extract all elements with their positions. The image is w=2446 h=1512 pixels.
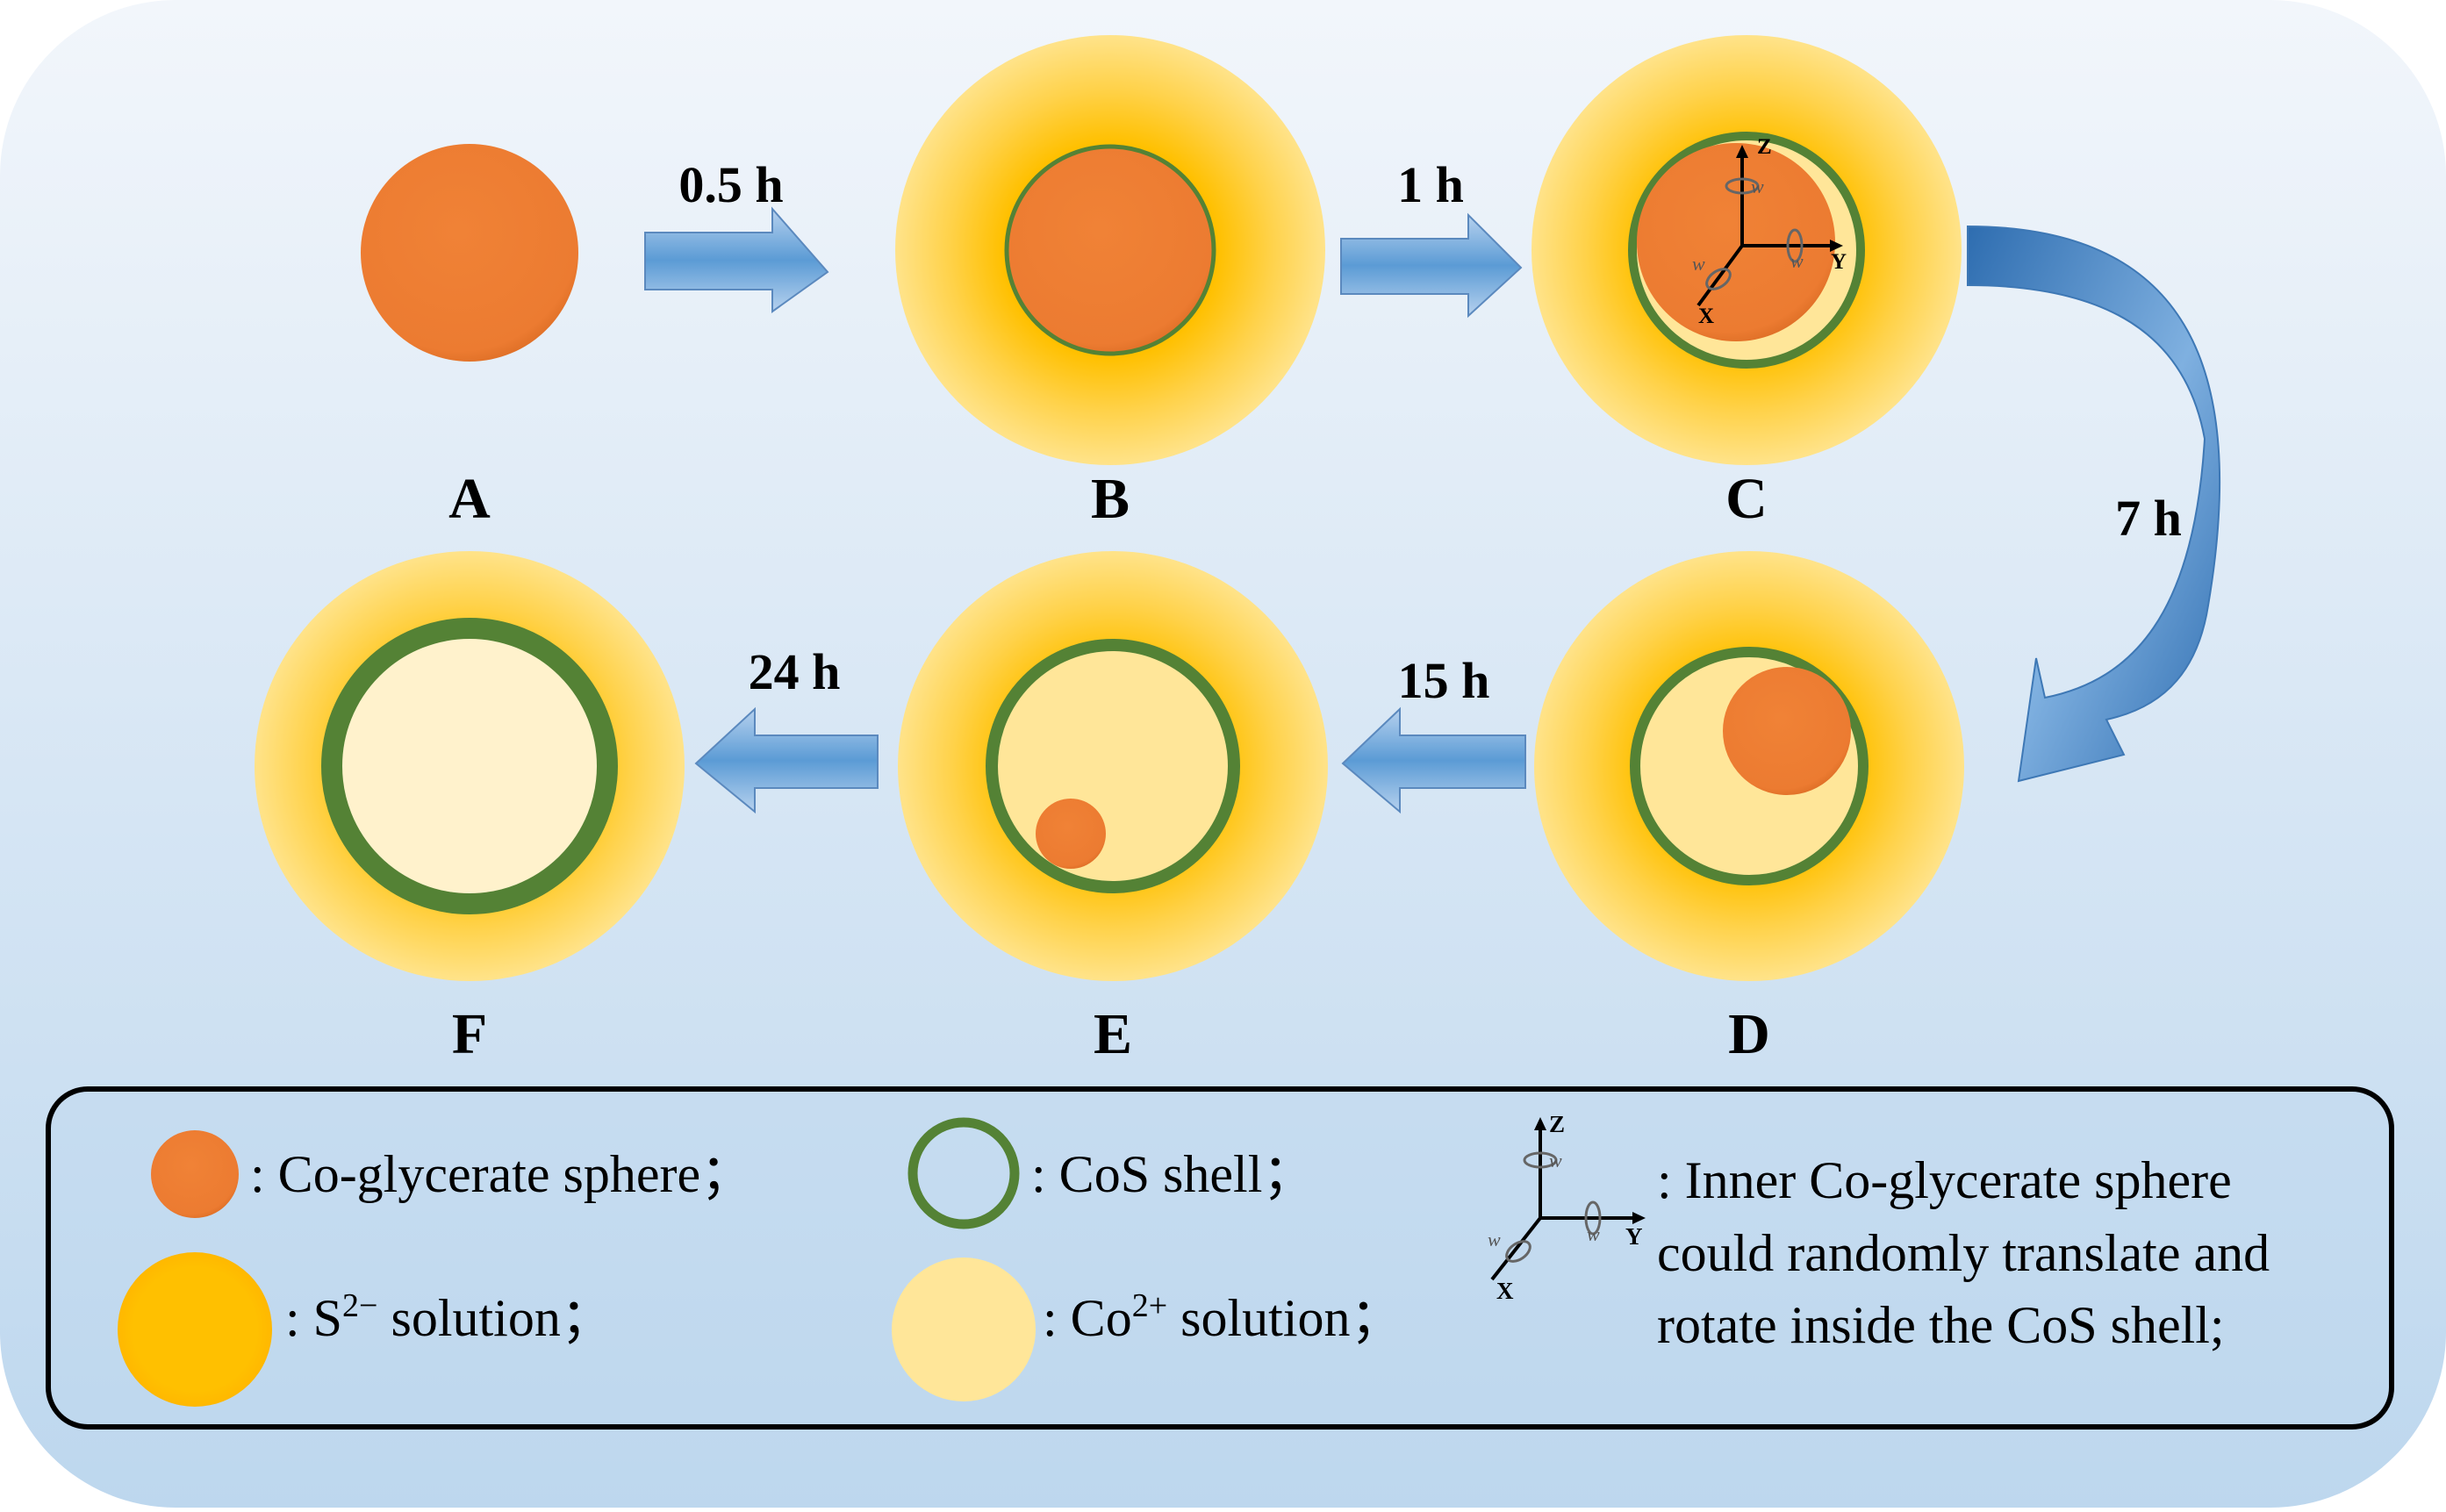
arrow-b-to-c: 1 h: [1340, 156, 1523, 319]
arrow-d-to-e: 15 h: [1341, 652, 1526, 814]
cos-shell-icon: [907, 1117, 1020, 1229]
inner-co-glycerate-sphere: [1637, 143, 1835, 341]
arrow-c-to-d-label: 7 h: [2115, 490, 2182, 547]
rotation-w-label: w: [1587, 1223, 1600, 1245]
stage-b: B: [895, 35, 1325, 531]
legend-co2-solution: : Co2+ solution；: [1043, 1287, 1403, 1347]
co-glycerate-sphere-icon: [151, 1130, 239, 1218]
right-arrow-icon: [644, 206, 829, 313]
stage-e: E: [898, 551, 1328, 1066]
rotation-w-label: w: [1751, 176, 1764, 197]
left-arrow-icon: [1341, 706, 1526, 814]
axis-x-label: X: [1698, 305, 1714, 328]
rotation-axes-icon: Z Y X w w w: [1692, 135, 1847, 328]
co2-solution-icon: [892, 1258, 1036, 1401]
stage-c: Z Y X w w w C: [1531, 35, 1962, 531]
arrow-a-to-b-label: 0.5 h: [678, 156, 783, 213]
cos-shell-ring: [321, 618, 618, 914]
arrow-e-to-f: 24 h: [694, 643, 879, 814]
s2-solution-icon: [118, 1252, 272, 1407]
stage-e-label: E: [1094, 1002, 1132, 1066]
legend-cos-shell: : CoS shell；: [1031, 1145, 1315, 1203]
arrow-c-to-d: 7 h: [1967, 225, 2221, 783]
axis-z-label: Z: [1757, 135, 1772, 159]
cos-shell-ring: [986, 639, 1240, 893]
arrow-e-to-f-label: 24 h: [749, 643, 841, 700]
stage-d-label: D: [1728, 1002, 1770, 1066]
stage-b-label: B: [1091, 467, 1130, 531]
inner-co-glycerate-sphere: [1036, 799, 1106, 869]
co-glycerate-sphere-with-shell: [1004, 144, 1216, 356]
rotation-w-label: w: [1790, 250, 1804, 272]
curved-arrow-icon: [1967, 225, 2221, 783]
legend-inner-line1: : Inner Co-glycerate sphere: [1657, 1151, 2232, 1209]
rotation-w-label: w: [1692, 253, 1705, 275]
stage-f: F: [255, 551, 685, 1066]
legend-inner-line3: rotate inside the CoS shell;: [1657, 1296, 2225, 1354]
axis-x-label: X: [1496, 1278, 1514, 1304]
rotation-w-label: w: [1488, 1229, 1501, 1250]
rotation-w-label: w: [1549, 1150, 1562, 1172]
legend-box: : Co-glycerate sphere； : CoS shell； : S2…: [46, 1086, 2394, 1430]
right-arrow-icon: [1340, 212, 1523, 319]
legend-frame: [46, 1086, 2394, 1430]
stage-f-label: F: [452, 1002, 487, 1066]
legend-s2-solution: : S2− solution；: [285, 1287, 613, 1347]
co-glycerate-sphere-icon: [361, 144, 578, 362]
stage-a-label: A: [448, 467, 491, 531]
stage-d: D: [1534, 551, 1964, 1066]
axis-y-label: Y: [1831, 250, 1847, 274]
stage-c-label: C: [1725, 467, 1768, 531]
legend-inner-line2: could randomly translate and: [1657, 1224, 2270, 1282]
legend-co-glycerate: : Co-glycerate sphere；: [250, 1145, 753, 1203]
arrow-d-to-e-label: 15 h: [1398, 652, 1490, 709]
rotation-axes-icon: Z Y X w w w: [1488, 1111, 1646, 1304]
inner-co-glycerate-sphere: [1723, 667, 1851, 795]
arrow-a-to-b: 0.5 h: [644, 156, 829, 313]
stage-a: A: [361, 144, 578, 531]
left-arrow-icon: [694, 706, 879, 814]
axis-z-label: Z: [1549, 1111, 1565, 1137]
axis-y-label: Y: [1625, 1223, 1643, 1250]
arrow-b-to-c-label: 1 h: [1397, 156, 1464, 213]
